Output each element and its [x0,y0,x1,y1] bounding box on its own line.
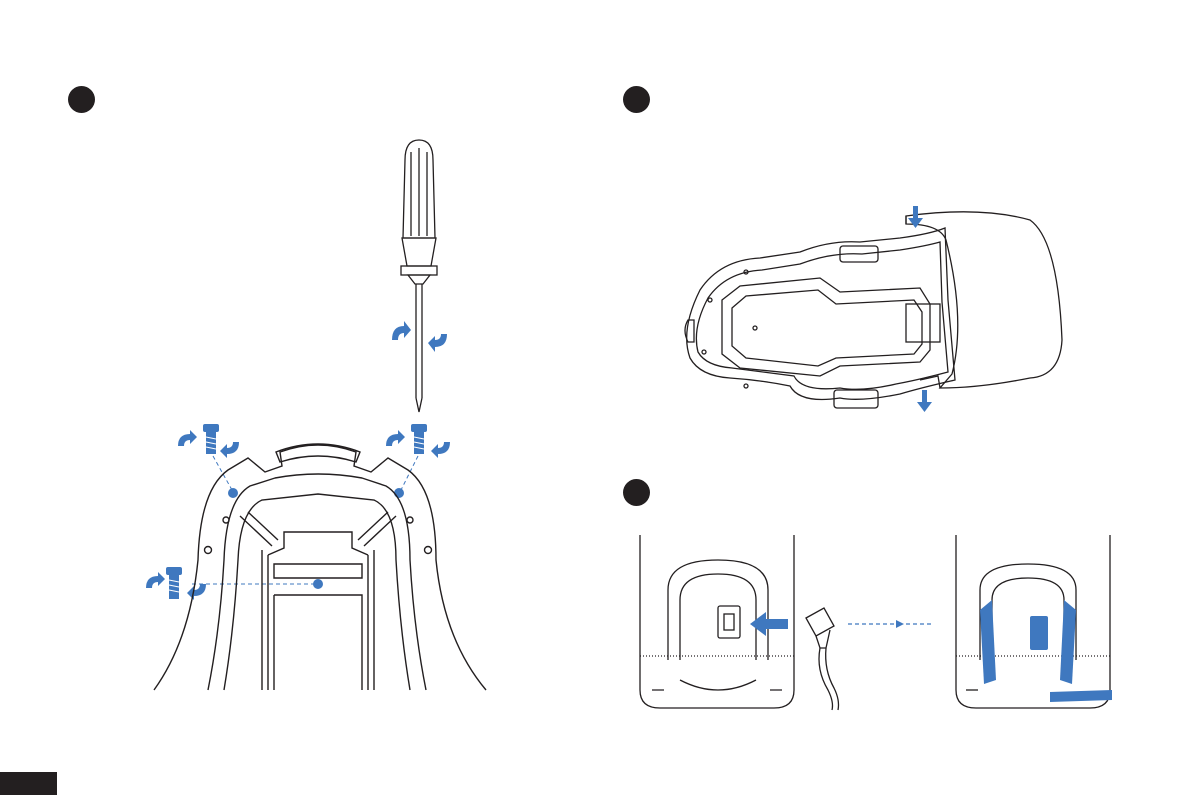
page-tab-icon [0,772,57,795]
screwdriver-icon [401,140,437,412]
step-2-illustration [600,180,1100,440]
step-3-illustration [620,530,1120,720]
screw-icon [178,424,239,458]
step-3-marker [623,479,650,506]
rotate-arrows-icon [392,321,447,352]
mower-shell-icon [685,212,1062,408]
screw-icon [386,424,450,458]
step-2-marker [623,86,650,113]
mower-chassis-icon [154,444,486,690]
cover-band-icon [980,600,1112,702]
step-1-illustration [0,0,600,700]
power-plug-icon [806,608,839,710]
